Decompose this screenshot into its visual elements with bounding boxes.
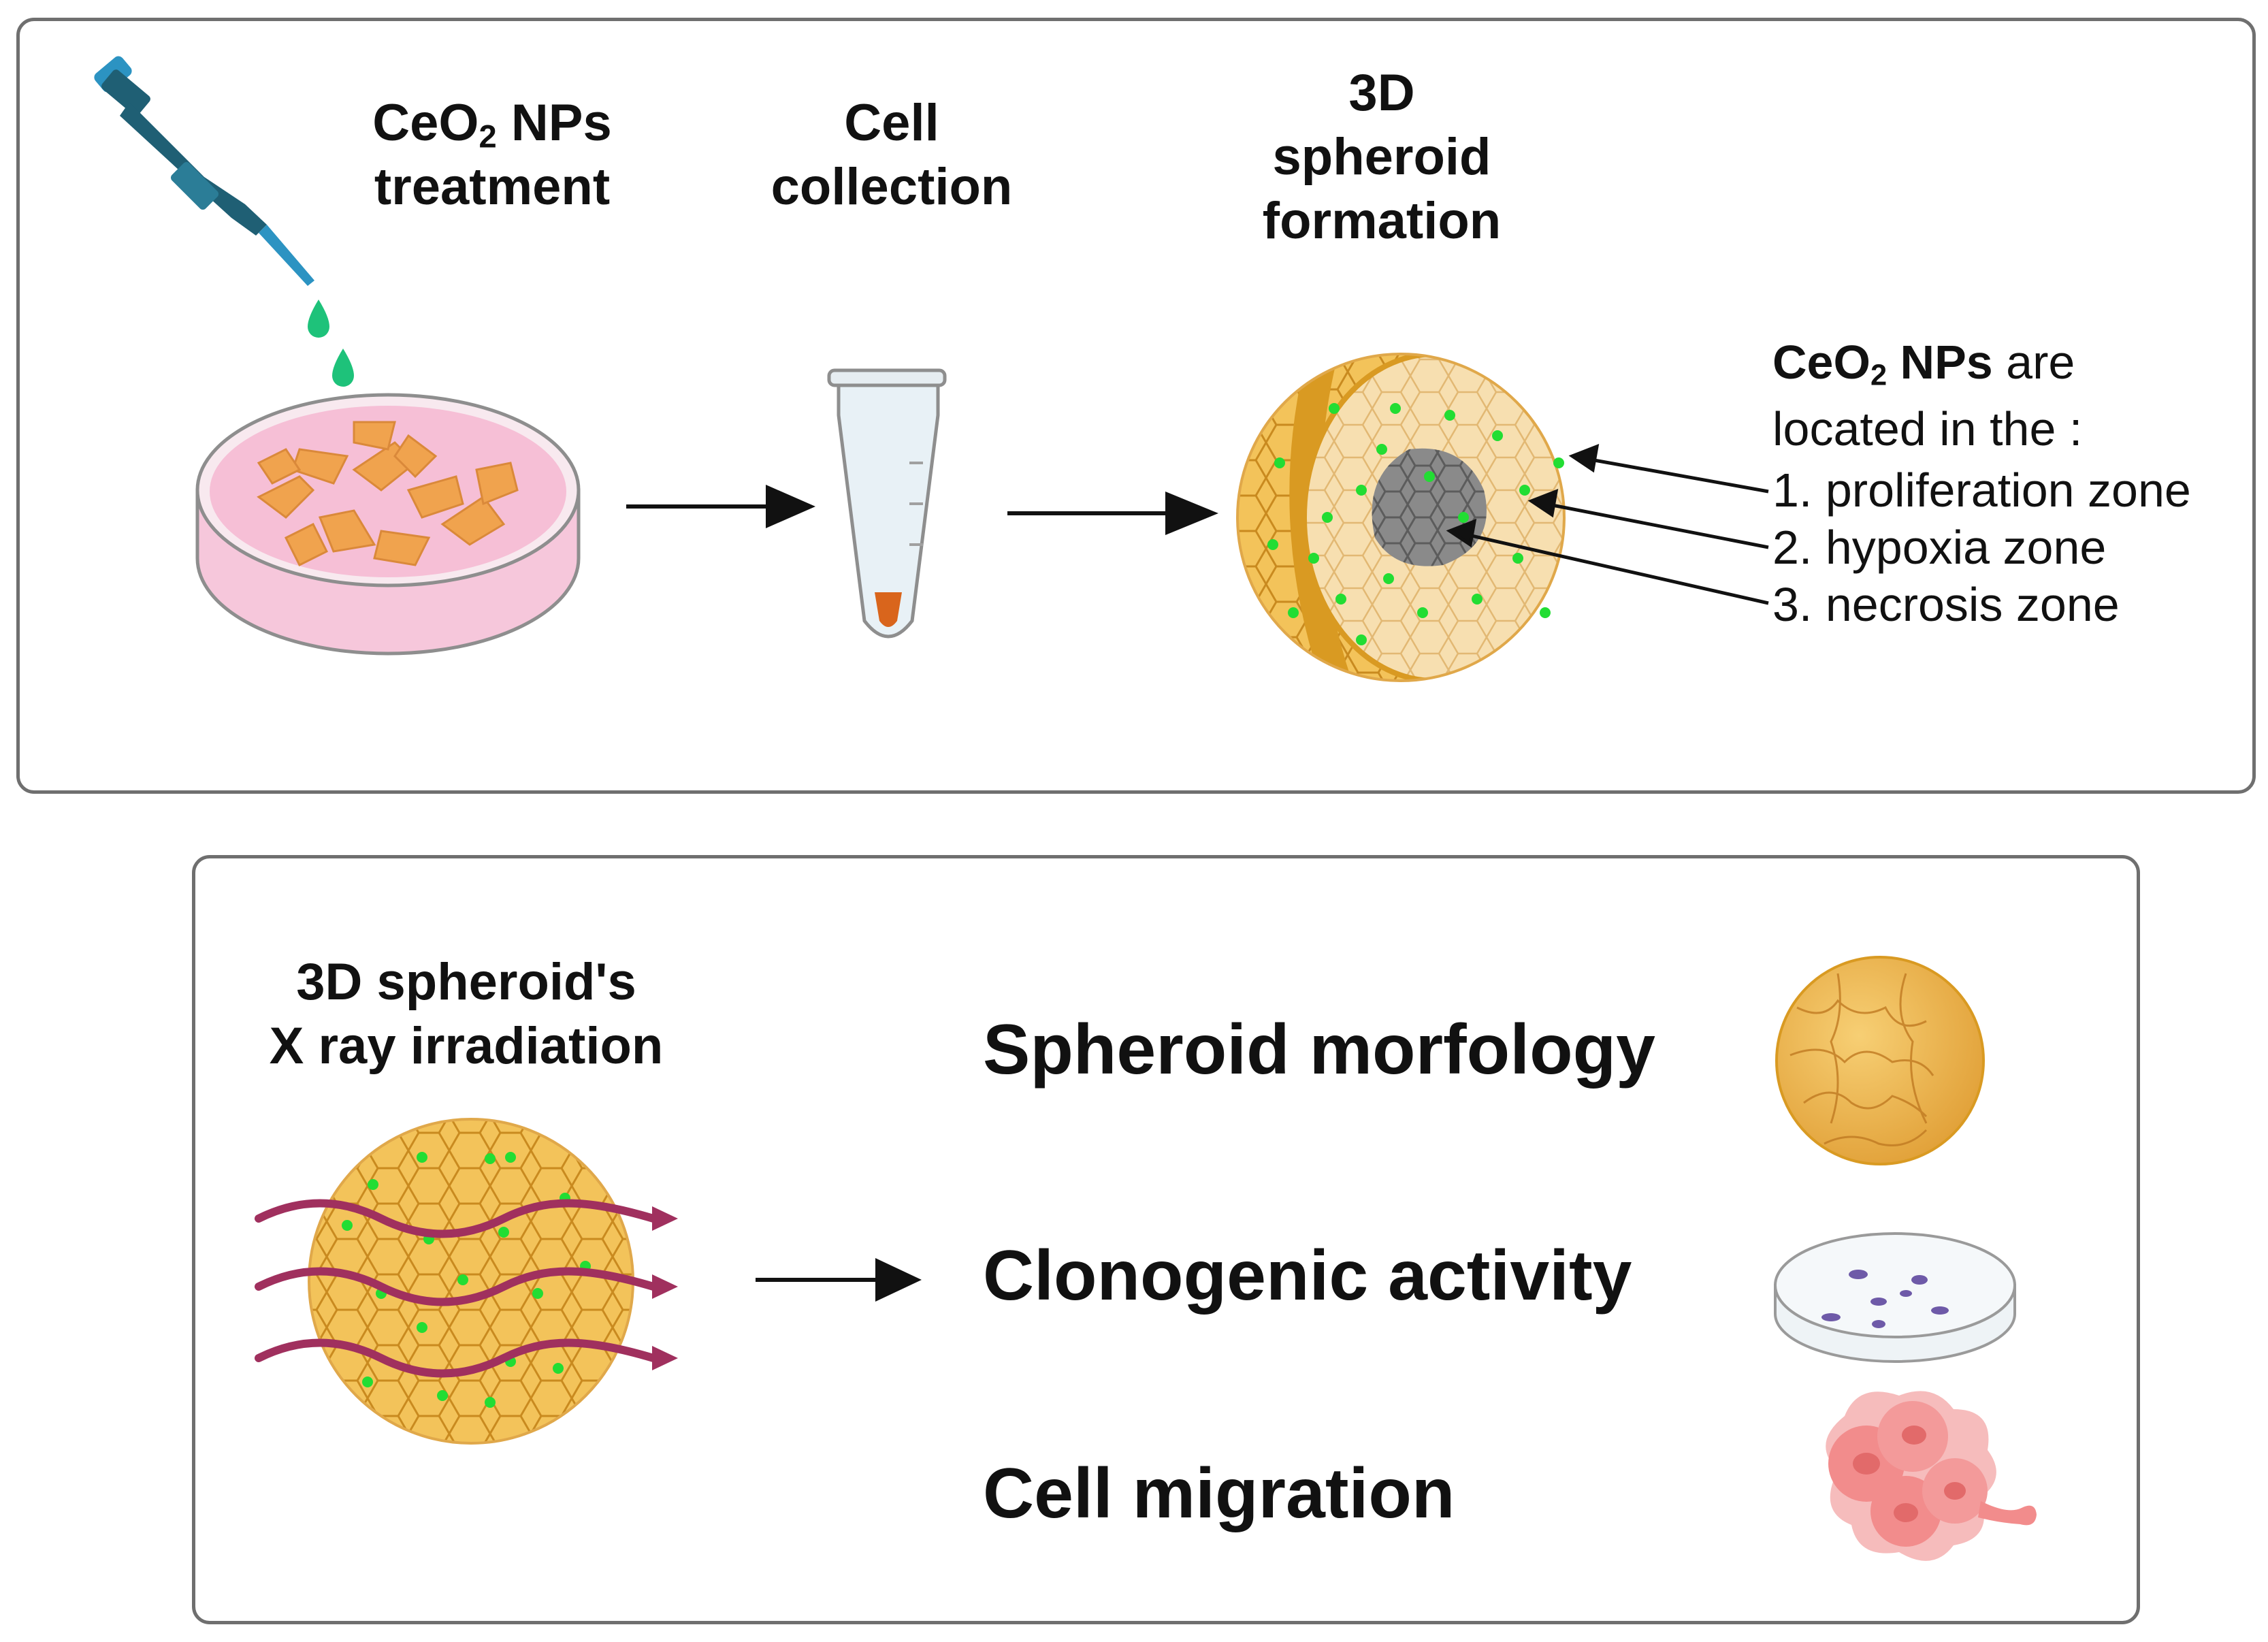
nanoparticle-dots (1267, 403, 1564, 645)
petri-dish-icon (195, 393, 581, 656)
zone-proliferation: 1. proliferation zone (1772, 464, 2191, 517)
zone-hypoxia: 2. hypoxia zone (1772, 521, 2107, 574)
step3-line2: spheroid (1272, 128, 1491, 186)
arrow-step2-to-step3 (1007, 492, 1218, 535)
spheroid-cross-section (1236, 353, 1566, 682)
zone-pointers (1446, 444, 1769, 605)
step3-line3: formation (1262, 192, 1502, 250)
step4-line2: X ray irradiation (269, 1017, 664, 1075)
location-heading: CeO2 NPs are (1772, 336, 2075, 392)
pipette-icon (94, 56, 314, 286)
clonogenic-dish-icon (1774, 1232, 2016, 1363)
arrow-step4-to-outcomes (756, 1258, 922, 1302)
step2-line2: collection (771, 158, 1013, 216)
spheroid-ball-icon (1775, 956, 1985, 1165)
outcome-spheroid-morphology: Spheroid morfology (983, 1010, 1655, 1089)
outcome-clonogenic-activity: Clonogenic activity (983, 1236, 1632, 1315)
step3-line1: 3D (1348, 64, 1415, 122)
xray-arrowheads (652, 1206, 678, 1370)
step1-line2: treatment (374, 158, 611, 216)
step1-label: CeO2 NPs treatment (332, 91, 652, 219)
step4-label: 3D spheroid's X ray irradiation (238, 950, 694, 1078)
outcome-cell-migration: Cell migration (983, 1454, 1455, 1533)
step1-line1: CeO2 NPs (372, 94, 612, 155)
arrow-step1-to-step2 (626, 485, 815, 528)
location-line2: located in the : (1772, 402, 2083, 455)
xray-wave-icons (255, 1199, 658, 1378)
tube-icon (827, 368, 947, 639)
step2-label: Cell collection (749, 91, 1035, 219)
step3-label: 3D spheroid formation (1225, 61, 1538, 253)
step2-line1: Cell (844, 94, 939, 152)
irradiated-spheroid (308, 1118, 634, 1445)
zone-necrosis: 3. necrosis zone (1772, 578, 2120, 631)
migrating-cells-icon (1826, 1391, 2037, 1561)
step4-line1: 3D spheroid's (296, 953, 636, 1011)
